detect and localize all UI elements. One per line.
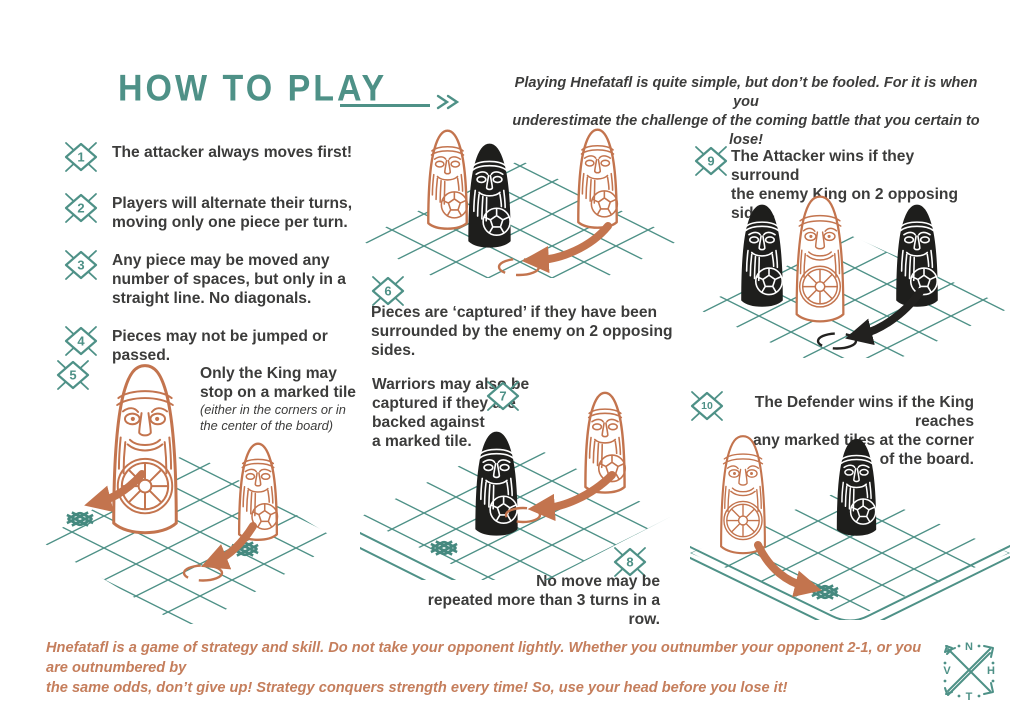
crossed-arrows-logo-icon: N V H T xyxy=(943,641,995,703)
target-tile-ellipse xyxy=(182,564,224,582)
rule-4-text: Pieces may not be jumped or passed. xyxy=(112,324,362,365)
rule-line: Only the King may xyxy=(200,365,337,382)
rule-4-marker-icon: 4 xyxy=(64,326,98,356)
rule-1-text: The attacker always moves first! xyxy=(112,140,362,162)
intro-line: underestimate the challenge of the comin… xyxy=(512,113,980,148)
rule-7-marker-icon: 7 xyxy=(486,381,520,411)
rule-number: 6 xyxy=(384,284,391,299)
title-underline xyxy=(340,104,430,107)
rule-number: 1 xyxy=(77,150,84,165)
rule-7-text: Warriors may also be captured if they ar… xyxy=(372,375,537,451)
warrior-piece-black xyxy=(468,144,511,248)
logo-letter-t: T xyxy=(966,691,973,703)
rule-2: 2 Players will alternate their turns, mo… xyxy=(62,191,362,232)
rules-list: 1 The attacker always moves first! 2 Pla… xyxy=(62,140,362,377)
rule-note-line: the center of the board) xyxy=(200,418,334,433)
game-board-grid xyxy=(360,160,680,278)
rule-line: Pieces are ‘captured’ if they have been xyxy=(371,304,658,321)
move-arrow-icon xyxy=(754,541,822,598)
game-board-grid xyxy=(695,236,1010,358)
rule-number: 8 xyxy=(626,555,633,570)
rule-line: Players will alternate their turns, xyxy=(112,195,353,212)
rule-line: No move may be xyxy=(536,573,660,590)
rule-10-text: The Defender wins if the King reaches an… xyxy=(712,393,974,469)
rule-line: of the board. xyxy=(879,451,974,468)
rule-6-marker-icon: 6 xyxy=(371,276,405,306)
rule-number: 7 xyxy=(499,389,506,404)
rule-8-marker-icon: 8 xyxy=(613,547,647,577)
rule-line: moving only one piece per turn. xyxy=(112,214,348,231)
move-arrow-icon xyxy=(527,471,616,522)
rule-line: surrounded by the enemy on 2 opposing si… xyxy=(371,323,673,359)
rule-number: 10 xyxy=(701,400,713,412)
warrior-piece-black xyxy=(741,205,784,307)
rule-line: Any piece may be moved any xyxy=(112,252,330,269)
intro-text: Playing Hnefatafl is quite simple, but d… xyxy=(505,74,987,150)
warrior-piece-orange xyxy=(427,129,469,230)
rule-number: 4 xyxy=(77,334,85,349)
rule-line: The attacker always moves first! xyxy=(112,144,353,161)
rule-5-note: (either in the corners or in the center … xyxy=(200,402,375,434)
rule-line: Warriors may also be xyxy=(372,376,530,393)
rule-line: any marked tiles at the corner xyxy=(752,432,974,449)
illustration-marked-tiles xyxy=(40,364,340,624)
rule-9-marker-icon: 9 xyxy=(694,146,728,176)
rule-1: 1 The attacker always moves first! xyxy=(62,140,362,174)
logo-letter-h: H xyxy=(987,665,995,677)
rule-4: 4 Pieces may not be jumped or passed. xyxy=(62,324,362,365)
rule-line: straight line. No diagonals. xyxy=(112,290,312,307)
move-arrow-icon xyxy=(84,470,146,513)
rule-number: 3 xyxy=(77,258,84,273)
rule-2-marker-icon: 2 xyxy=(64,193,98,223)
rule-number: 2 xyxy=(77,201,84,216)
rule-3-marker-icon: 3 xyxy=(64,250,98,280)
rule-10-marker-icon: 10 xyxy=(690,391,724,421)
double-chevron-icon xyxy=(436,94,460,110)
footer-line: the same odds, don’t give up! Strategy c… xyxy=(46,680,788,696)
logo-letter-n: N xyxy=(965,641,973,653)
move-arrow-icon xyxy=(521,222,612,274)
rule-line: a marked tile. xyxy=(372,433,472,450)
board-edge xyxy=(690,544,1010,620)
king-piece-orange xyxy=(720,435,766,554)
footer-line: Hnefatafl is a game of strategy and skil… xyxy=(46,640,922,676)
board-edge xyxy=(360,546,427,580)
rule-number: 5 xyxy=(69,368,76,383)
king-piece-orange xyxy=(795,195,845,323)
illustration-king-escape xyxy=(690,435,1010,620)
page-title: HOW TO PLAY xyxy=(118,68,388,110)
king-piece-orange xyxy=(112,364,178,534)
illustration-king-surrounded xyxy=(695,195,1010,358)
intro-line: Playing Hnefatafl is quite simple, but d… xyxy=(514,75,978,110)
rule-3-text: Any piece may be moved any number of spa… xyxy=(112,248,346,308)
game-board-grid xyxy=(40,451,340,624)
rule-2-text: Players will alternate their turns, movi… xyxy=(112,191,352,232)
rule-1-marker-icon: 1 xyxy=(64,142,98,172)
rule-note-line: (either in the corners or in xyxy=(200,402,346,417)
board-edge xyxy=(360,531,457,580)
warrior-piece-black xyxy=(837,439,877,536)
rule-6-text: Pieces are ‘captured’ if they have been … xyxy=(371,303,691,360)
rule-5-text: Only the King may stop on a marked tile … xyxy=(200,364,375,434)
rule-number: 9 xyxy=(707,154,714,169)
warrior-piece-orange xyxy=(238,442,279,541)
warrior-piece-orange xyxy=(577,128,619,229)
move-arrow-icon xyxy=(200,522,257,570)
footer-text: Hnefatafl is a game of strategy and skil… xyxy=(46,638,930,698)
logo-letter-v: V xyxy=(943,665,951,677)
illustration-capture xyxy=(360,128,680,278)
rule-3: 3 Any piece may be moved any number of s… xyxy=(62,248,362,308)
rule-8-text: No move may be repeated more than 3 turn… xyxy=(398,572,660,629)
rule-line: The Defender wins if the King reaches xyxy=(754,394,974,430)
rule-line: repeated more than 3 turns in a row. xyxy=(427,592,660,628)
rule-line: stop on a marked tile xyxy=(200,384,356,401)
rule-line: captured if they are xyxy=(372,395,516,412)
move-arrow-icon xyxy=(845,288,924,346)
rule-line: Pieces may not be jumped or passed. xyxy=(112,328,328,364)
rule-line: number of spaces, but only in a xyxy=(112,271,346,288)
illustration-warrior-capture xyxy=(360,392,670,580)
rule-5-marker-icon: 5 xyxy=(56,360,90,390)
rule-line: The Attacker wins if they surround xyxy=(731,148,915,184)
rule-line: backed against xyxy=(372,414,485,431)
